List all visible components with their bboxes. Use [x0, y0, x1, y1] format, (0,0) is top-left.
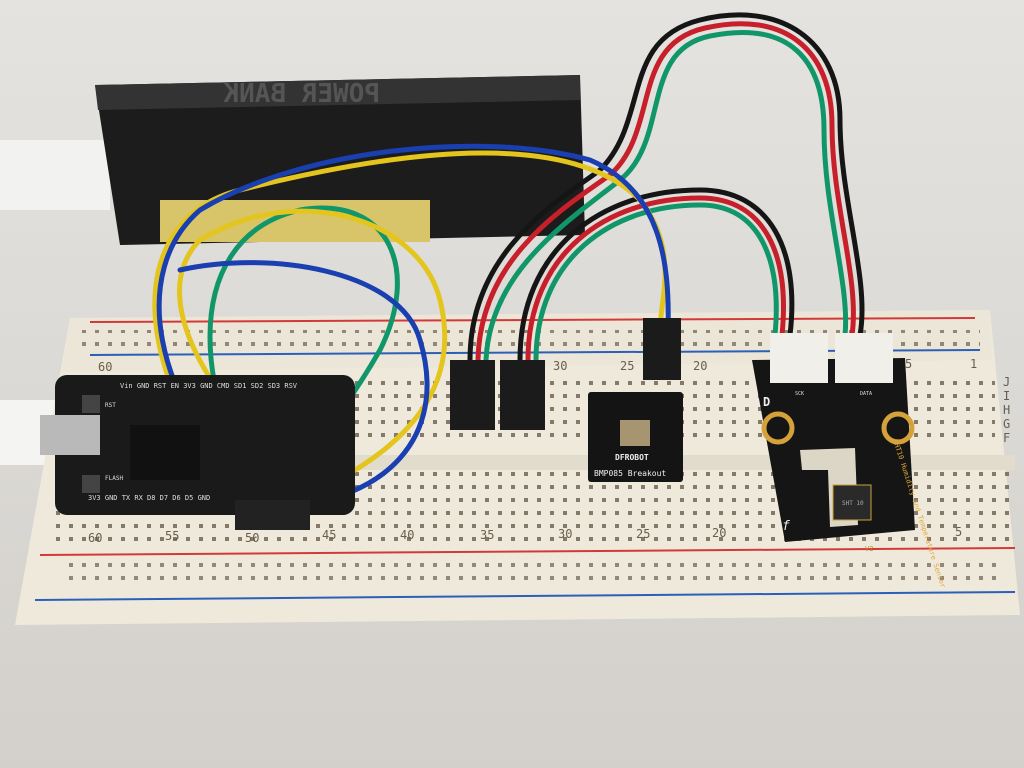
row-letter: G — [1003, 417, 1010, 431]
column-number: 5 — [955, 525, 962, 539]
jst-connector — [835, 333, 893, 383]
wire-yellow — [177, 208, 448, 508]
sht10-version: V2 — [865, 545, 873, 553]
column-number: 60 — [88, 531, 102, 545]
power-rail-blue-bottom — [34, 591, 1016, 601]
power-bank-label: POWER BANK — [223, 79, 380, 109]
column-number: 55 — [165, 529, 179, 543]
mcu-bottom-pin-labels: 3V3 GND TX RX D8 D7 D6 D5 GND — [88, 494, 210, 502]
column-number: 20 — [693, 359, 707, 373]
wire-blue — [156, 143, 671, 508]
column-number: 45 — [322, 528, 336, 542]
column-number: 60 — [98, 360, 112, 374]
flash-button[interactable] — [82, 475, 100, 493]
sht10-sensor-board — [752, 333, 915, 542]
row-letter: H — [1003, 403, 1010, 417]
wire-green — [533, 202, 779, 363]
pin-sck-label: SCK — [795, 391, 804, 397]
nodemcu-board — [40, 375, 355, 530]
jumper-connector — [450, 360, 495, 430]
column-number: 30 — [558, 527, 572, 541]
column-number: 25 — [636, 527, 650, 541]
column-number: 25 — [620, 359, 634, 373]
wire-red — [525, 195, 786, 363]
row-letter: I — [1003, 389, 1010, 403]
d-mark: D — [763, 395, 770, 409]
row-letter: J — [1003, 375, 1010, 389]
rst-label: RST — [105, 402, 116, 409]
column-number: 20 — [712, 526, 726, 540]
dfrobot-logo: DFROBOT — [615, 453, 649, 462]
dfrobot-logo: f — [782, 519, 790, 534]
column-number: 50 — [245, 531, 259, 545]
column-number: 1 — [970, 357, 977, 371]
row-letter: F — [1003, 431, 1010, 445]
header-connector — [235, 500, 310, 530]
wire-black — [517, 187, 795, 363]
jumper-connector — [500, 360, 545, 430]
column-number: 5 — [905, 357, 912, 371]
micro-usb-port — [40, 415, 100, 455]
column-number: 40 — [400, 528, 414, 542]
flash-label: FLASH — [105, 475, 123, 482]
bmp085-breakout — [588, 392, 683, 482]
wire-blue — [177, 260, 430, 508]
usb-cable-top — [0, 140, 110, 210]
jumper-connector — [643, 318, 681, 380]
power-rail-red-bottom — [39, 547, 1016, 556]
bmp085-label: BMP085 Breakout — [594, 469, 666, 478]
column-number: 35 — [480, 528, 494, 542]
rst-button[interactable] — [82, 395, 100, 413]
jumper-wires — [152, 12, 865, 508]
wire-red — [475, 21, 856, 363]
jst-connector — [770, 333, 828, 383]
wire-black — [467, 12, 865, 363]
pin-data-label: DATA — [860, 391, 872, 397]
mcu-top-pin-labels: Vin GND RST EN 3V3 GND CMD SD1 SD2 SD3 R… — [120, 382, 298, 390]
sht10-chip-label: SHT 10 — [842, 500, 864, 507]
column-number: 30 — [553, 359, 567, 373]
wire-green — [483, 30, 849, 363]
